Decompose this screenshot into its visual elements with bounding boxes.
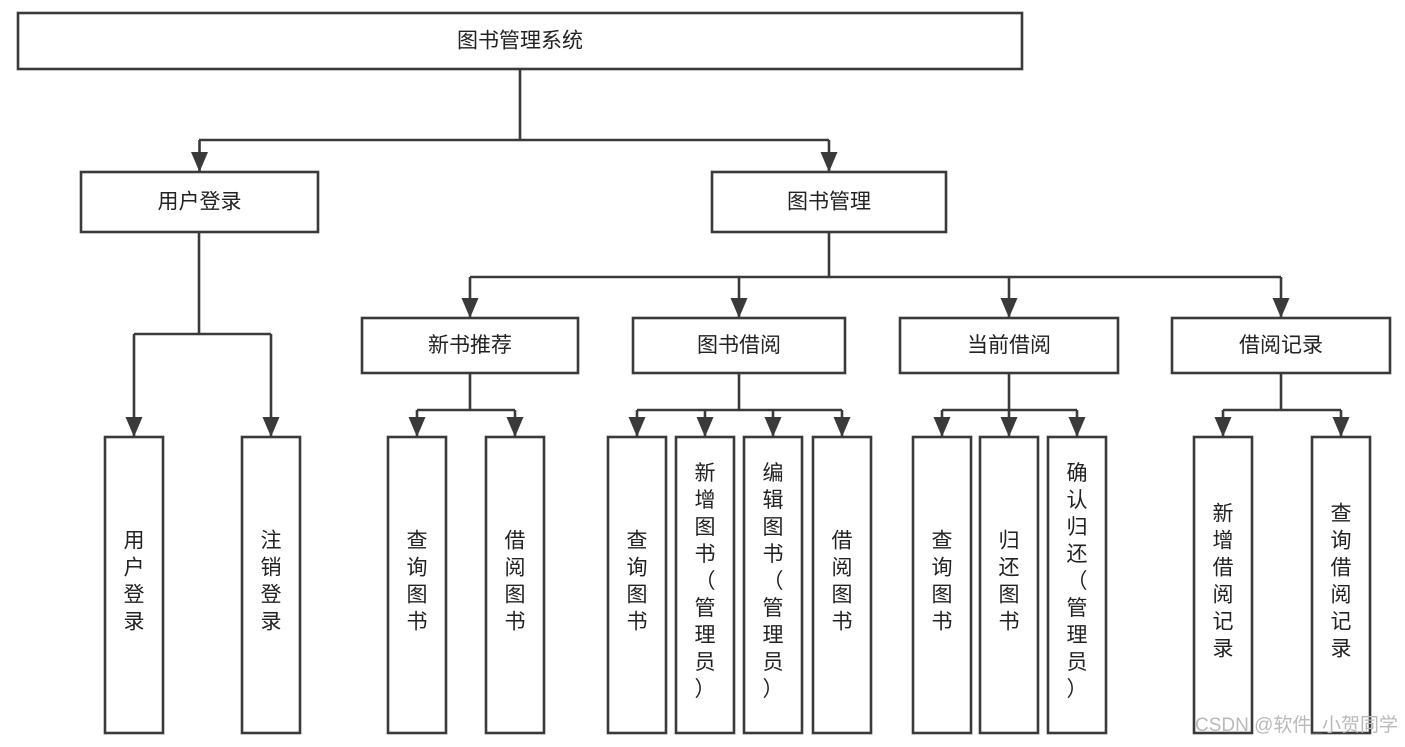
node-box[interactable] (16, 11, 1024, 71)
node-n-current[interactable]: 当前借阅 (898, 316, 1120, 375)
node-box[interactable] (240, 435, 302, 735)
node-l-rc-add[interactable]: 新增借阅记录 (1192, 435, 1254, 735)
node-label: 注销登录 (261, 530, 282, 634)
node-label: 借阅图书 (505, 530, 526, 634)
node-label: 确认归还（管理员） (1067, 462, 1088, 701)
node-n-new-rec[interactable]: 新书推荐 (360, 316, 580, 375)
node-l-cur-return[interactable]: 归还图书 (978, 435, 1040, 735)
node-label: 用户登录 (124, 530, 145, 634)
node-root[interactable]: 图书管理系统 (16, 11, 1024, 71)
arrow-head-icon (1000, 417, 1018, 437)
node-label: 用户登录 (158, 191, 242, 214)
node-label: 图书管理系统 (457, 30, 583, 53)
node-l-rec-query[interactable]: 查询图书 (386, 435, 448, 735)
node-n-borrow[interactable]: 图书借阅 (631, 316, 847, 375)
arrow-head-icon (1000, 298, 1018, 318)
node-box[interactable] (674, 435, 736, 735)
node-box[interactable] (631, 316, 847, 375)
node-l-br-add[interactable]: 新增图书（管理员） (674, 435, 736, 735)
node-label: 查询图书 (627, 530, 648, 634)
node-l-cur-query[interactable]: 查询图书 (911, 435, 973, 735)
node-l-user-logout[interactable]: 注销登录 (240, 435, 302, 735)
arrow-head-icon (262, 417, 280, 437)
node-label: 编辑图书（管理员） (763, 462, 784, 701)
node-label: 新增借阅记录 (1213, 503, 1234, 661)
node-label: 查询图书 (932, 530, 953, 634)
arrow-head-icon (833, 417, 851, 437)
node-box[interactable] (360, 316, 580, 375)
node-label: 归还图书 (999, 530, 1020, 634)
node-label: 当前借阅 (967, 334, 1051, 357)
node-box[interactable] (710, 170, 948, 234)
node-n-book-mgmt[interactable]: 图书管理 (710, 170, 948, 234)
node-label: 借阅记录 (1239, 334, 1323, 357)
node-box[interactable] (898, 316, 1120, 375)
arrow-head-icon (730, 298, 748, 318)
node-l-br-query[interactable]: 查询图书 (606, 435, 668, 735)
node-label: 新增图书（管理员） (695, 462, 716, 701)
node-box[interactable] (1192, 435, 1254, 735)
arrow-head-icon (628, 417, 646, 437)
node-label: 查询图书 (407, 530, 428, 634)
arrow-head-icon (764, 417, 782, 437)
node-box[interactable] (103, 435, 165, 735)
node-l-cur-confirm[interactable]: 确认归还（管理员） (1046, 435, 1108, 735)
node-box[interactable] (978, 435, 1040, 735)
arrow-head-icon (506, 417, 524, 437)
arrow-head-icon (125, 417, 143, 437)
node-box[interactable] (484, 435, 546, 735)
arrow-head-icon (820, 152, 838, 172)
node-box[interactable] (1170, 316, 1392, 375)
node-l-rc-query[interactable]: 查询借阅记录 (1310, 435, 1372, 735)
node-label: 借阅图书 (832, 530, 853, 634)
node-box[interactable] (386, 435, 448, 735)
node-box[interactable] (79, 170, 320, 234)
arrow-head-icon (191, 152, 208, 172)
node-box[interactable] (1310, 435, 1372, 735)
node-box[interactable] (606, 435, 668, 735)
node-label: 查询借阅记录 (1331, 503, 1352, 661)
node-n-user-login[interactable]: 用户登录 (79, 170, 320, 234)
arrow-head-icon (933, 417, 951, 437)
arrow-head-icon (696, 417, 714, 437)
node-label: 图书管理 (787, 191, 871, 214)
node-box[interactable] (811, 435, 873, 735)
node-label: 图书借阅 (697, 334, 781, 357)
csdn-watermark: CSDN @软件_小贺同学 (1195, 714, 1398, 736)
node-l-br-edit[interactable]: 编辑图书（管理员） (742, 435, 804, 735)
arrow-head-icon (1332, 417, 1350, 437)
arrow-head-icon (408, 417, 426, 437)
node-l-rec-borrow[interactable]: 借阅图书 (484, 435, 546, 735)
arrow-head-icon (1214, 417, 1232, 437)
node-box[interactable] (911, 435, 973, 735)
node-l-user-login[interactable]: 用户登录 (103, 435, 165, 735)
node-box[interactable] (742, 435, 804, 735)
arrow-head-icon (1272, 298, 1290, 318)
node-layer: 图书管理系统用户登录图书管理新书推荐图书借阅当前借阅借阅记录用户登录注销登录查询… (16, 11, 1392, 735)
node-n-record[interactable]: 借阅记录 (1170, 316, 1392, 375)
connector-layer (125, 69, 1350, 437)
node-label: 新书推荐 (428, 334, 512, 357)
arrow-head-icon (1068, 417, 1086, 437)
node-box[interactable] (1046, 435, 1108, 735)
arrow-head-icon (461, 298, 479, 318)
node-l-br-lend[interactable]: 借阅图书 (811, 435, 873, 735)
